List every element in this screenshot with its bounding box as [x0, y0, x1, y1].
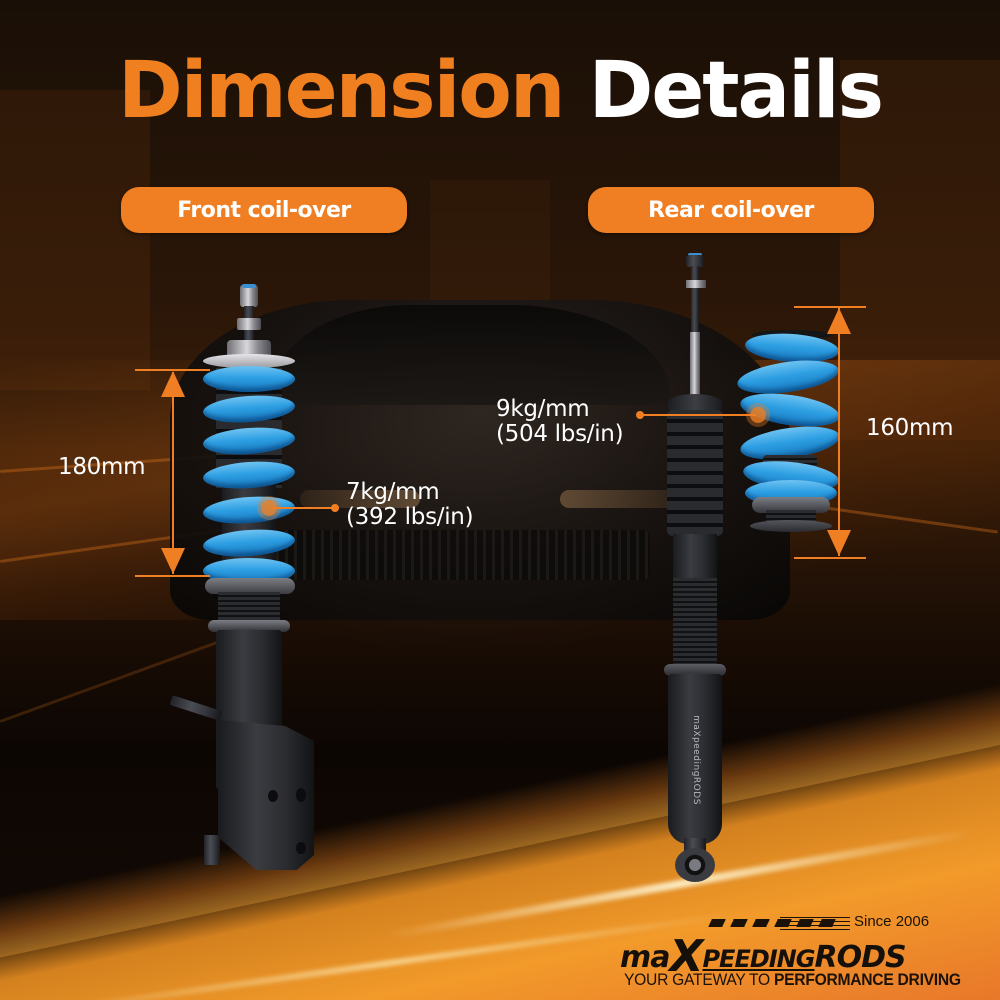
rear-spring-rate-imperial: (504 lbs/in) — [496, 421, 624, 448]
lock-nut — [237, 318, 261, 330]
rear-spring-callout-line — [640, 414, 756, 416]
bump-stop-cap — [668, 394, 722, 412]
car-headlight — [560, 490, 680, 508]
car-grille — [270, 530, 650, 580]
background-building — [0, 90, 150, 390]
spring-perch — [752, 497, 830, 513]
chrome-rod — [690, 332, 700, 398]
rear-height-value: 160mm — [866, 415, 954, 441]
background-building — [840, 60, 1000, 440]
top-nut — [240, 285, 258, 307]
brand-name-x: X — [669, 931, 704, 982]
brand-name-mid: PEEDING — [702, 945, 815, 973]
brand-logo: Since 2006 maXPEEDINGRODS YOUR GATEWAY T… — [620, 905, 961, 995]
callout-dot — [331, 504, 339, 512]
arrow-down-icon — [827, 530, 851, 556]
spring-coil — [203, 366, 295, 392]
front-spring-callout-line — [270, 507, 334, 509]
brand-name-suffix: RODS — [814, 940, 906, 975]
front-dimension-top-line — [135, 369, 210, 371]
bracket-hole — [268, 790, 278, 802]
car-windshield — [270, 305, 670, 405]
speed-lines-icon — [780, 917, 850, 931]
sway-bar-tab — [169, 695, 223, 721]
brand-name-prefix: ma — [620, 940, 671, 975]
piston-rod — [691, 288, 699, 333]
rear-dimension-line — [838, 308, 840, 556]
brand-since: Since 2006 — [854, 913, 930, 930]
page-title: Dimension Details — [0, 52, 1000, 130]
tagline-light: YOUR GATEWAY TO — [624, 970, 774, 989]
front-spring-rate-imperial: (392 lbs/in) — [346, 504, 474, 531]
rear-spring-rate: 9kg/mm (504 lbs/in) — [496, 396, 624, 448]
car-headlight — [300, 490, 420, 508]
rear-coilover-label: Rear coil-over — [588, 187, 874, 233]
arrow-up-icon — [161, 371, 185, 397]
front-spring-callout-marker — [261, 500, 277, 516]
front-height-value: 180mm — [58, 454, 146, 480]
top-nut-cap — [242, 284, 256, 288]
brand-name: maXPEEDINGRODS — [620, 927, 907, 982]
shock-body — [668, 674, 722, 844]
front-spring-rate-metric: 7kg/mm — [346, 479, 440, 505]
perch-base — [750, 520, 832, 532]
upper-spring-seat — [203, 354, 295, 368]
shock-body-upper — [673, 534, 717, 580]
lock-ring — [664, 664, 726, 676]
rod-washer — [686, 280, 706, 288]
lower-spring-seat — [205, 578, 295, 594]
arrow-up-icon — [827, 308, 851, 334]
rear-dimension-bottom-line — [794, 557, 866, 559]
title-white: Details — [588, 46, 884, 136]
bracket-hole — [296, 842, 306, 854]
arrow-down-icon — [161, 548, 185, 574]
lower-eyelet — [675, 848, 715, 882]
bracket-foot — [204, 835, 220, 865]
title-orange: Dimension — [117, 46, 565, 136]
bracket-hole — [296, 788, 306, 802]
rear-spring-rate-metric: 9kg/mm — [496, 396, 590, 422]
tagline-bold: PERFORMANCE DRIVING — [773, 970, 961, 989]
dust-boot — [667, 410, 723, 536]
piston-rod-upper — [691, 266, 699, 286]
threaded-body — [673, 578, 717, 668]
brand-tagline: YOUR GATEWAY TO PERFORMANCE DRIVING — [624, 970, 961, 990]
rear-spring-callout-marker — [750, 407, 766, 423]
front-dimension-line — [172, 372, 174, 574]
lock-ring — [208, 620, 290, 632]
front-spring-rate: 7kg/mm (392 lbs/in) — [346, 479, 474, 531]
shock-branding: maXpeedingRODS — [691, 715, 701, 805]
front-dimension-bottom-line — [135, 575, 210, 577]
rear-dimension-top-line — [794, 306, 866, 308]
front-coilover-label: Front coil-over — [121, 187, 407, 233]
top-nut — [686, 255, 704, 267]
top-mount — [227, 340, 271, 358]
